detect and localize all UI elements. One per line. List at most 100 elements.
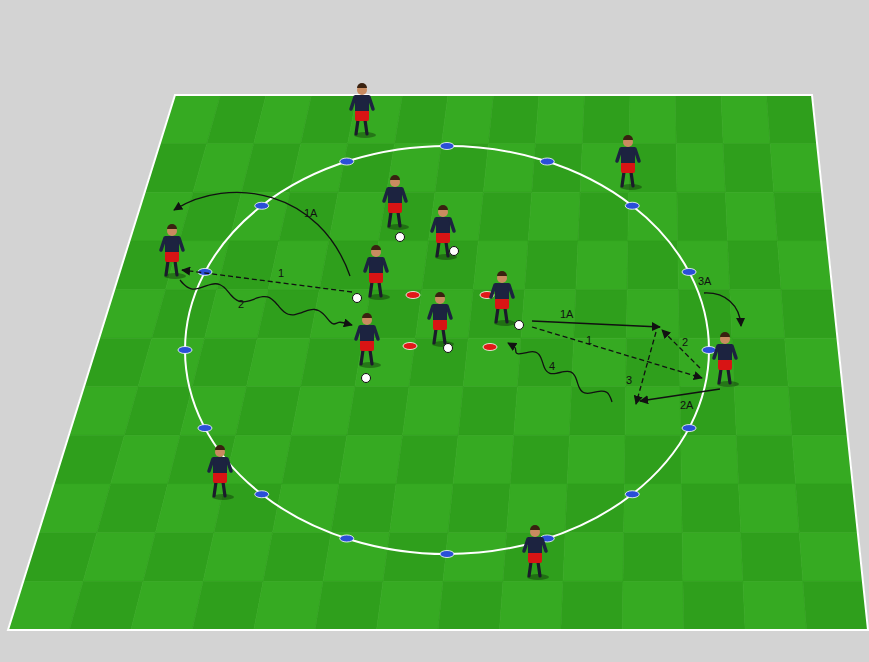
pitch-outline [8, 95, 868, 630]
blue-cone [702, 347, 716, 354]
blue-cone [198, 425, 212, 432]
red-cone [403, 343, 417, 350]
player [429, 292, 454, 347]
callout-number: 1 [586, 335, 592, 346]
grass-cell [625, 387, 681, 436]
callout-number: 2 [682, 337, 688, 348]
grass-cell [781, 290, 837, 339]
dribble-line [180, 280, 352, 325]
grass-cell [626, 290, 679, 339]
ball [450, 247, 459, 256]
grass-cell [788, 387, 847, 436]
grass-cell [331, 484, 396, 533]
cones [178, 143, 716, 558]
grass-cell [739, 484, 800, 533]
blue-cone [682, 425, 696, 432]
grass-cell [569, 387, 625, 436]
player [491, 271, 516, 326]
grass-cell [507, 484, 568, 533]
grass-cell [743, 581, 807, 630]
grass-cell [442, 95, 494, 144]
grass-cell [453, 435, 514, 484]
blue-cone [255, 491, 269, 498]
blue-cone [178, 347, 192, 354]
grass-cell [525, 241, 578, 290]
callout-number: 1 [278, 268, 284, 279]
grass-cell [180, 387, 246, 436]
grass-cell [681, 484, 740, 533]
blue-cone [682, 268, 696, 275]
grass-cell [168, 435, 236, 484]
run-line [704, 293, 741, 326]
callout-number: 3 [626, 375, 632, 386]
blue-cone [340, 535, 354, 542]
player [384, 175, 409, 230]
player [524, 525, 549, 580]
grass-cell [628, 192, 678, 241]
grass-cell [488, 95, 539, 144]
player [356, 313, 381, 368]
ball [444, 344, 453, 353]
grass-cell [282, 435, 347, 484]
grass-cell [225, 435, 291, 484]
grass-cell [499, 581, 563, 630]
grass-cell [567, 435, 625, 484]
grass-cell [69, 581, 143, 630]
pass-line [636, 332, 656, 404]
grass-cell [774, 192, 827, 241]
red-cone [406, 292, 420, 299]
blue-cone [625, 491, 639, 498]
blue-cone [255, 202, 269, 209]
grass-cell [682, 533, 743, 582]
ball [362, 374, 371, 383]
grass-cell [565, 484, 624, 533]
grass-cell [478, 192, 531, 241]
grass-cell [736, 435, 795, 484]
grass-cell [192, 581, 263, 630]
grass-cell [435, 144, 488, 193]
player [161, 224, 186, 279]
ball [396, 233, 405, 242]
pass-line [532, 327, 702, 378]
grass-cell [528, 192, 580, 241]
grass-cell [521, 290, 576, 339]
grass-cell [683, 581, 745, 630]
grass-cell [799, 533, 863, 582]
grass-cell [681, 435, 739, 484]
callout-number: 3A [698, 276, 711, 287]
grass-cell [263, 533, 331, 582]
balls [353, 233, 524, 383]
blue-cone [340, 158, 354, 165]
run-line [174, 192, 350, 276]
grass-cell [785, 338, 843, 387]
grass-cell [676, 144, 725, 193]
grass-cell [131, 581, 203, 630]
grass-cell [395, 95, 448, 144]
player [714, 332, 739, 387]
grass-cell [627, 241, 678, 290]
centre-circle [185, 146, 709, 554]
grass-cell [409, 338, 468, 387]
player [209, 445, 234, 500]
grass-cell [503, 533, 565, 582]
grass-cell [623, 533, 683, 582]
grass-cell [741, 533, 803, 582]
grass-cell [458, 387, 517, 436]
grass-cell [803, 581, 868, 630]
grass-cell [563, 533, 624, 582]
grass-cell [323, 533, 389, 582]
blue-cone [440, 143, 454, 150]
pitch [8, 95, 868, 630]
grass-cell [339, 435, 403, 484]
grass-cell [676, 95, 724, 144]
grass-cell [561, 581, 623, 630]
dribble-line [508, 343, 612, 402]
grass-cell [443, 533, 507, 582]
grass-cell [329, 192, 387, 241]
grass-cell [448, 484, 510, 533]
player [351, 83, 376, 138]
grass-cell [254, 581, 323, 630]
grass-cell [347, 387, 409, 436]
grass-cell [291, 387, 355, 436]
grass-cell [574, 290, 627, 339]
